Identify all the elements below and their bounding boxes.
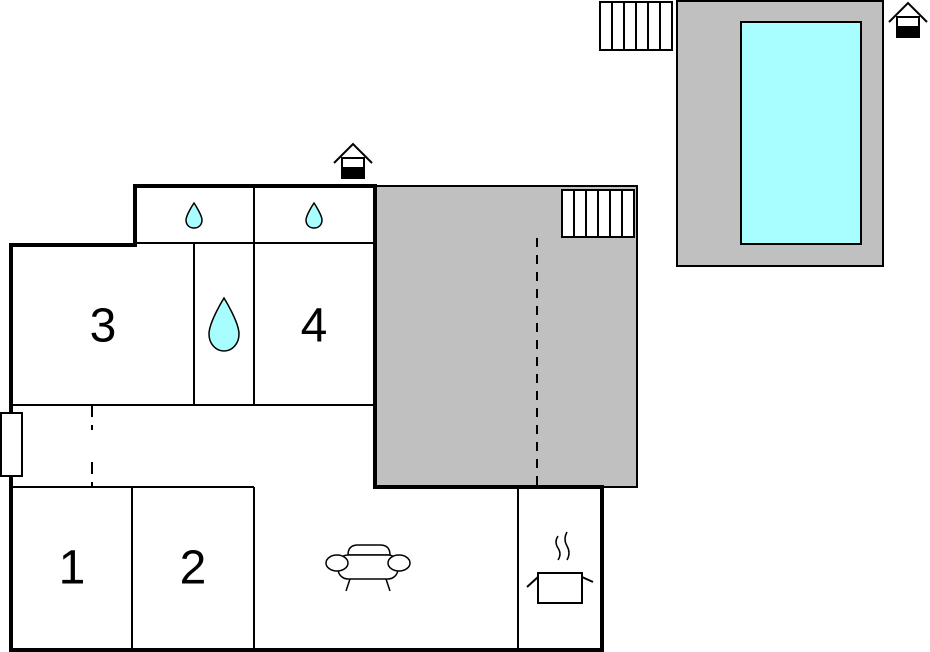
terrace-stairs-icon [561,189,635,238]
pool-water [740,21,862,245]
entrance-house-icon [888,1,928,38]
room-number-2: 2 [180,542,207,595]
exterior-walls [9,184,604,652]
water-drop-icon [185,201,203,229]
entrance-house-icon [333,142,373,179]
pool-stairs-icon [599,1,673,51]
room-number-4: 4 [301,300,328,353]
cooking-pot-icon [526,531,594,604]
side-door [0,412,23,477]
water-drop-icon [208,296,240,352]
water-drop-icon [305,201,323,229]
sofa-icon [325,544,411,592]
room-number-3: 3 [90,300,117,353]
interior-walls [11,186,519,648]
room-number-1: 1 [59,542,86,595]
